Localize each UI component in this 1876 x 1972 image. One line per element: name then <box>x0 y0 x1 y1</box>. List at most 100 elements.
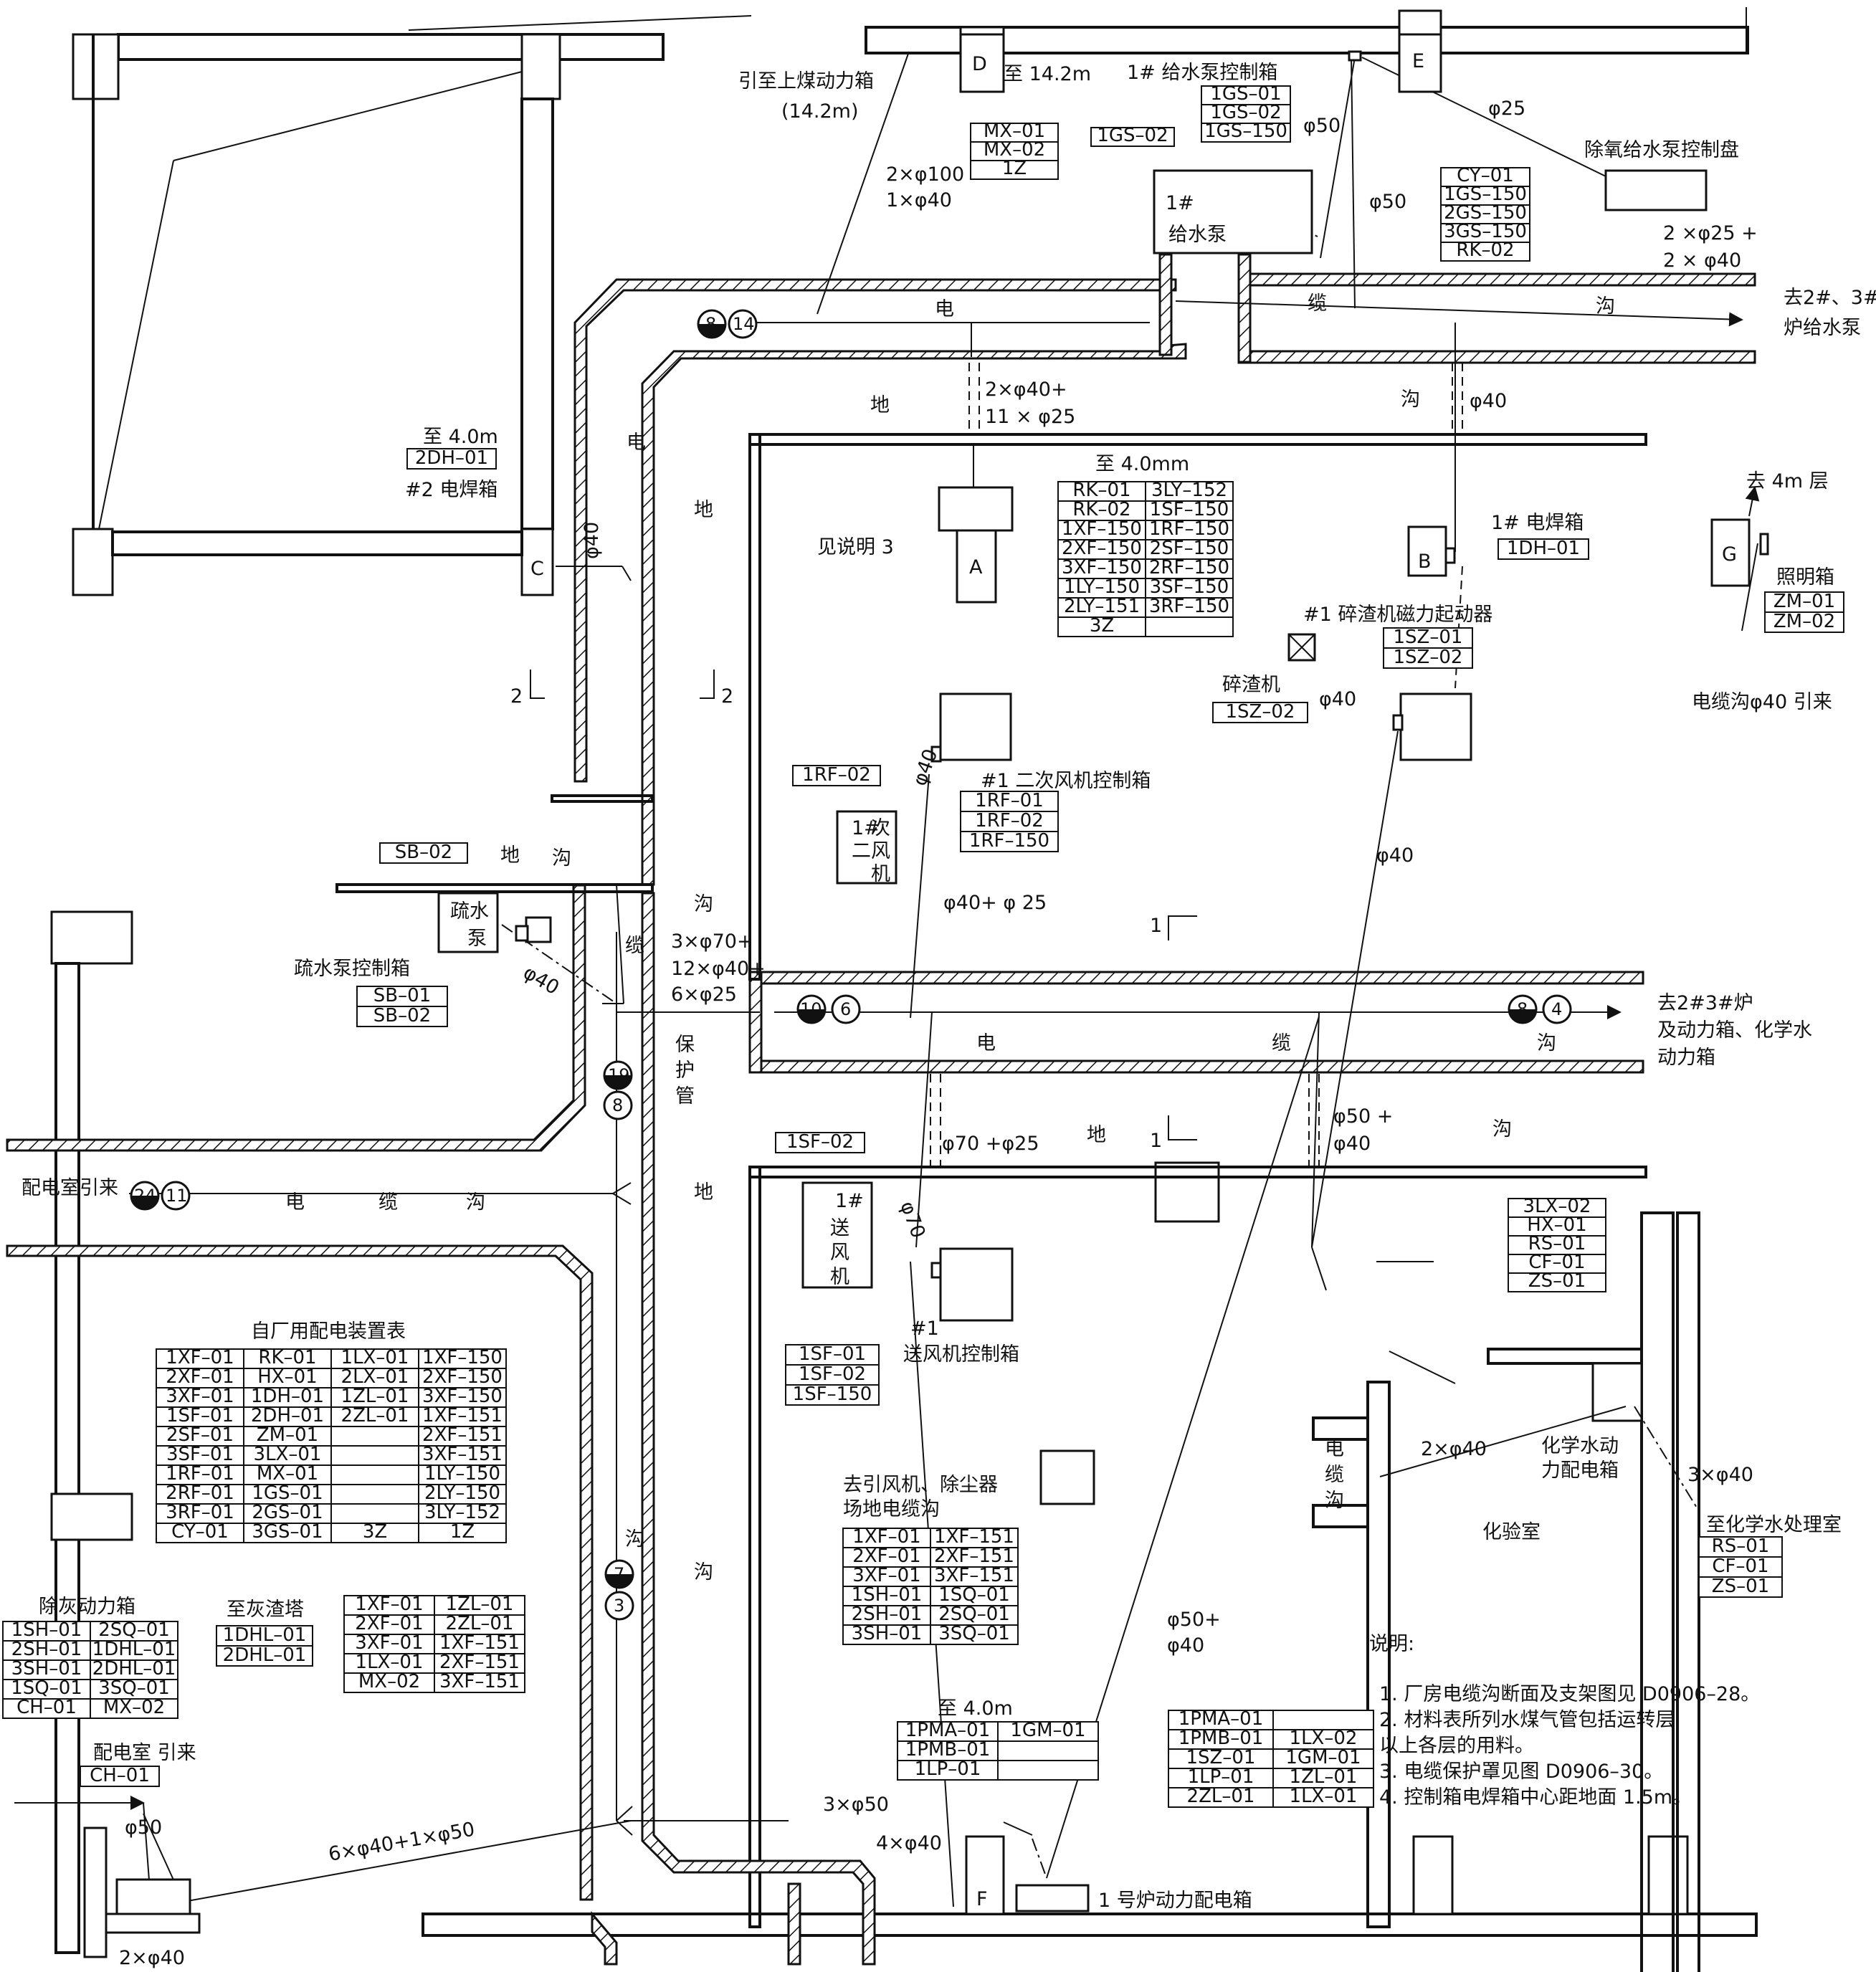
trench-left-gou: 沟 <box>466 1191 485 1214</box>
equipment-boxes <box>83 33 1769 1958</box>
sec-fan <box>836 810 897 885</box>
tag-sb02-cell <box>379 842 468 864</box>
label-to-chem: 至化学水处理室 <box>1706 1514 1842 1536</box>
table-main-text: 3GS–01 <box>252 1521 323 1543</box>
tag-chem-cell <box>1508 1235 1606 1255</box>
table-a-cell <box>1145 500 1234 521</box>
table-induced-text: 1SQ–01 <box>938 1584 1010 1606</box>
table-zl-text: 1LX–01 <box>356 1652 424 1673</box>
tag-sb-cell <box>356 986 448 1007</box>
label-deaerator: 除氧给水泵控制盘 <box>1584 139 1739 161</box>
trench-v3-gou: 沟 <box>694 1561 713 1583</box>
tag-gs02-text: 1GS–02 <box>1097 125 1168 146</box>
label-weld2: #2 电焊箱 <box>405 479 497 501</box>
table-ash-text: 2SQ–01 <box>98 1619 170 1641</box>
fan-1-ctrl-box <box>939 1247 1014 1322</box>
cable-tag-tables: MX–01MX–021Z1GS–011GS–021GS–1501GS–02CY–… <box>2 83 1844 1808</box>
tag-sf-text: 1SF–01 <box>799 1343 866 1365</box>
label-fan1-c: 风 <box>830 1242 849 1264</box>
size-c5: 2 ×φ25 + <box>1663 222 1758 244</box>
label-table-title: 自厂用配电装置表 <box>251 1320 406 1343</box>
table-pma-text: 1PMA–01 <box>905 1720 991 1741</box>
tag-zm-text: ZM–02 <box>1773 611 1835 632</box>
tag-rf-cell <box>960 791 1059 812</box>
table-pma2-text: 2ZL–01 <box>1187 1786 1255 1807</box>
tag-chem-text: ZS–01 <box>1528 1270 1586 1292</box>
tag-chem-text: 3LX–02 <box>1523 1196 1591 1217</box>
table-pma-cell <box>997 1721 1099 1742</box>
tag-gs02: 1GS–02 <box>1090 125 1175 147</box>
tag-dhl-text: 1DHL–01 <box>223 1624 307 1646</box>
table-a-text: 1RF–150 <box>1149 518 1229 540</box>
tag-sz-text: 1SZ–02 <box>1394 647 1463 668</box>
tag-chem-text: CF–01 <box>1528 1252 1585 1273</box>
col-g: G <box>1722 543 1737 566</box>
note-2b: 以上各层的用料。 <box>1379 1735 1534 1757</box>
label-to-boiler-23: 去2#3#炉 <box>1657 992 1753 1014</box>
bubble-text-6: 6 <box>840 999 851 1019</box>
tag-mx-text: MX–01 <box>984 120 1045 142</box>
table-main-cell <box>243 1406 332 1427</box>
tag-sz-text: 1SZ–01 <box>1394 627 1463 648</box>
size-c14: 3×φ70+ <box>671 930 753 953</box>
tag-rf-cell <box>960 831 1059 852</box>
table-main-text: 3Z <box>363 1521 387 1543</box>
label-sec-fan-c1: 次 <box>871 817 890 839</box>
size-c8: φ40 <box>1319 688 1356 710</box>
label-fan1-d: 机 <box>830 1266 849 1288</box>
label-coal-power: 引至上煤动力箱 <box>738 70 874 92</box>
note-4: 4. 控制箱电焊箱中心距地面 1.5m。 <box>1379 1786 1692 1809</box>
label-coal-power-h: (14.2m) <box>781 100 859 123</box>
tag-rf02-text: 1RF–02 <box>802 764 871 786</box>
label-cable-phi40: 电缆沟φ40 引来 <box>1692 691 1832 713</box>
col-d: D <box>972 53 987 75</box>
table-main-cell <box>156 1503 244 1524</box>
tag-cy-cell <box>1440 167 1530 187</box>
drain-pump <box>437 892 499 953</box>
tag-sz02: 1SZ–02 <box>1212 701 1308 723</box>
tag-ch-cell <box>80 1766 160 1787</box>
trench-top-dian: 电 <box>935 298 954 320</box>
label-sec-fan-box: #1 二次风机控制箱 <box>981 770 1151 792</box>
table-main-cell <box>330 1503 419 1524</box>
table-zl-cell <box>434 1595 525 1616</box>
tag-rf02: 1RF–02 <box>792 764 881 786</box>
table-a-text: RK–01 <box>1072 480 1130 501</box>
section-1b: 1 <box>1150 1130 1162 1152</box>
table-ash-text: CH–01 <box>16 1697 77 1718</box>
table-a-text: 1LY–150 <box>1064 576 1140 598</box>
table-main-cell <box>418 1523 507 1543</box>
label-pump-ctrl: 1# 给水泵控制箱 <box>1127 62 1277 84</box>
tag-sz-cell <box>1383 647 1473 669</box>
table-main-cell <box>330 1348 419 1369</box>
size-c13: φ40 <box>520 961 563 999</box>
table-zl-text: 2ZL–01 <box>446 1613 514 1634</box>
size-c15: φ70 +φ25 <box>942 1133 1039 1155</box>
bubble-text-7: 7 <box>614 1564 624 1584</box>
table-main-text: CY–01 <box>171 1521 229 1543</box>
table-induced-cell <box>930 1566 1019 1587</box>
size-c20: φ50+ <box>1167 1609 1221 1631</box>
column-letters: D E C A B G F <box>530 50 1737 1910</box>
table-a-cell <box>1145 578 1234 599</box>
size-c2: φ50 <box>1303 115 1341 137</box>
table-induced-text: 2XF–01 <box>852 1545 920 1567</box>
tag-cy-text: RK–02 <box>1456 239 1514 261</box>
table-induced-text: 3XF–151 <box>934 1565 1014 1586</box>
tag-sb02-text: SB–02 <box>395 842 452 863</box>
crusher-starter-box <box>1399 692 1472 761</box>
col-a: A <box>969 556 983 578</box>
table-main-text: 3XF–01 <box>166 1386 234 1407</box>
tag-ch-text: CH–01 <box>90 1765 150 1786</box>
tag-chem2-text: CF–01 <box>1712 1556 1768 1577</box>
tag-dh2: 2DH–01 <box>406 447 497 470</box>
bubble-text-10: 10 <box>800 999 822 1019</box>
tag-mx-cell <box>970 123 1059 143</box>
table-zl-text: 1ZL–01 <box>446 1594 514 1615</box>
table-induced-text: 1XF–01 <box>852 1526 920 1548</box>
